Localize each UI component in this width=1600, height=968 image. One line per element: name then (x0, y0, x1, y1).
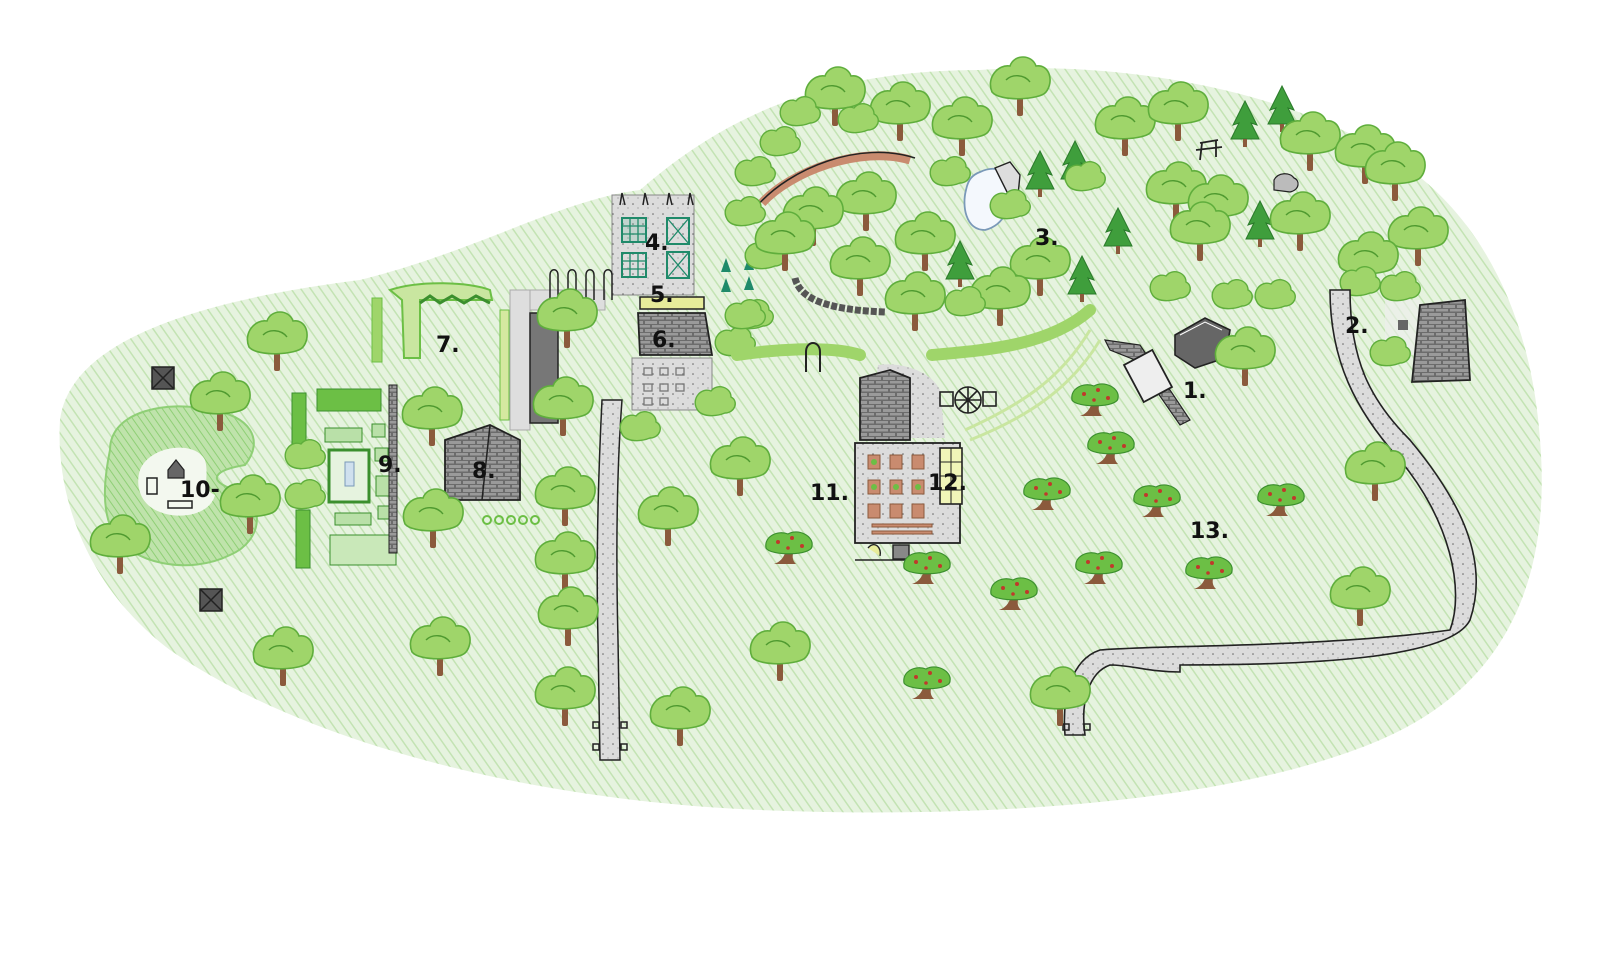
hedge-balls (482, 515, 540, 525)
label-8[interactable]: 8. (472, 459, 496, 484)
arch (805, 342, 821, 372)
barn (444, 424, 521, 501)
label-6[interactable]: 6. (652, 328, 676, 353)
label-11[interactable]: 11. (810, 481, 849, 506)
pavilion-icon (199, 588, 223, 612)
label-3[interactable]: 3. (1035, 226, 1059, 251)
label-12[interactable]: 12. (928, 471, 967, 496)
label-9[interactable]: 9. (378, 453, 402, 478)
label-2[interactable]: 2. (1345, 314, 1369, 339)
label-10[interactable]: 10- (180, 478, 220, 503)
bench-icon (167, 500, 193, 509)
glasshouses (611, 192, 695, 296)
gate-posts (592, 721, 628, 751)
hedged-garden-room (371, 282, 510, 421)
stone-wall-curve (791, 276, 886, 316)
path (509, 289, 531, 431)
seat-icon (167, 459, 185, 479)
label-5[interactable]: 5. (650, 283, 674, 308)
rocks (1273, 173, 1299, 193)
label-1[interactable]: 1. (1183, 379, 1207, 404)
parterre-garden (291, 384, 398, 569)
label-4[interactable]: 4. (645, 231, 669, 256)
gate-posts (1062, 723, 1091, 731)
pergola-arches (549, 269, 613, 300)
hedge-line (731, 304, 1096, 361)
bench-icon (1195, 139, 1223, 161)
lean-to-frame (639, 296, 705, 310)
label-7[interactable]: 7. (436, 333, 460, 358)
seat-icon (146, 477, 158, 495)
pavilion-icon (151, 366, 175, 390)
wheel-feature (939, 386, 997, 414)
label-13[interactable]: 13. (1190, 519, 1229, 544)
map-labels: 1. 2. 3. 4. 5. 6. 7. 8. 9. 10- 11. 12. 1… (180, 226, 1369, 544)
main-house (631, 312, 714, 411)
brick-wall-curve (758, 151, 912, 207)
greenhouse (939, 447, 963, 505)
grass-path (964, 329, 1102, 442)
drive-south (596, 399, 623, 761)
